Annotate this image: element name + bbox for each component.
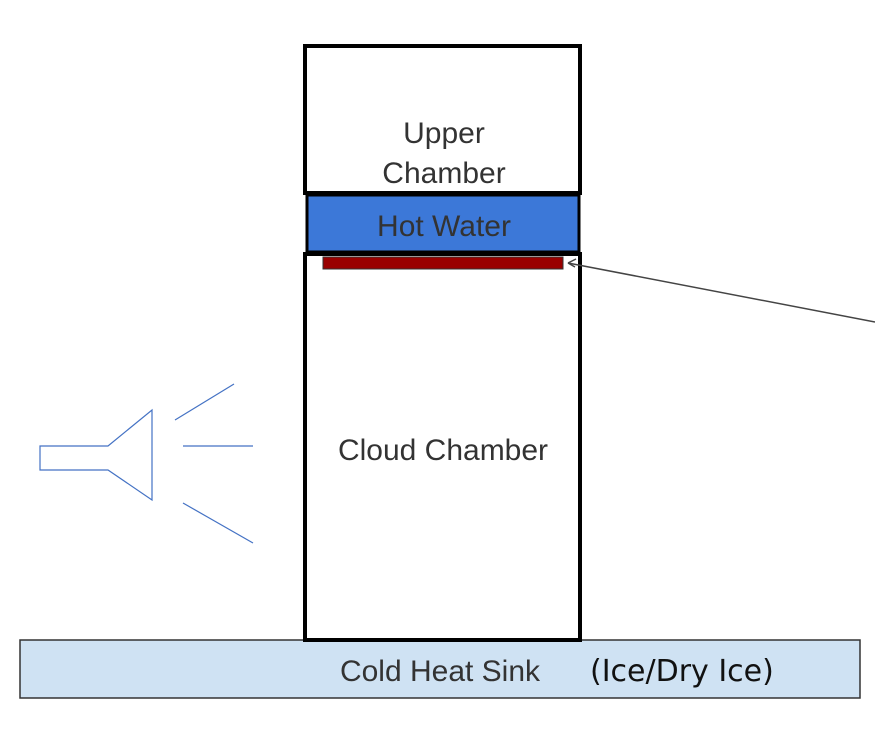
heater-strip [322, 256, 564, 270]
cloud-chamber-label: Cloud Chamber [338, 434, 548, 467]
speaker-icon [39, 408, 153, 502]
heat-sink-note: (Ice/Dry Ice) [590, 654, 774, 689]
hot-water-label: Hot Water [377, 210, 511, 243]
cloud-chamber [303, 252, 582, 642]
upper-chamber-label-line2: Chamber [382, 157, 505, 190]
heat-sink-label: Cold Heat Sink [340, 655, 541, 688]
heat-sink [19, 639, 861, 699]
upper-chamber [303, 44, 582, 195]
pointer-line [567, 262, 875, 323]
sound-wave-lines [174, 383, 254, 544]
pointer-arrowhead [567, 258, 577, 268]
upper-chamber-label-line1: Upper [403, 117, 485, 150]
